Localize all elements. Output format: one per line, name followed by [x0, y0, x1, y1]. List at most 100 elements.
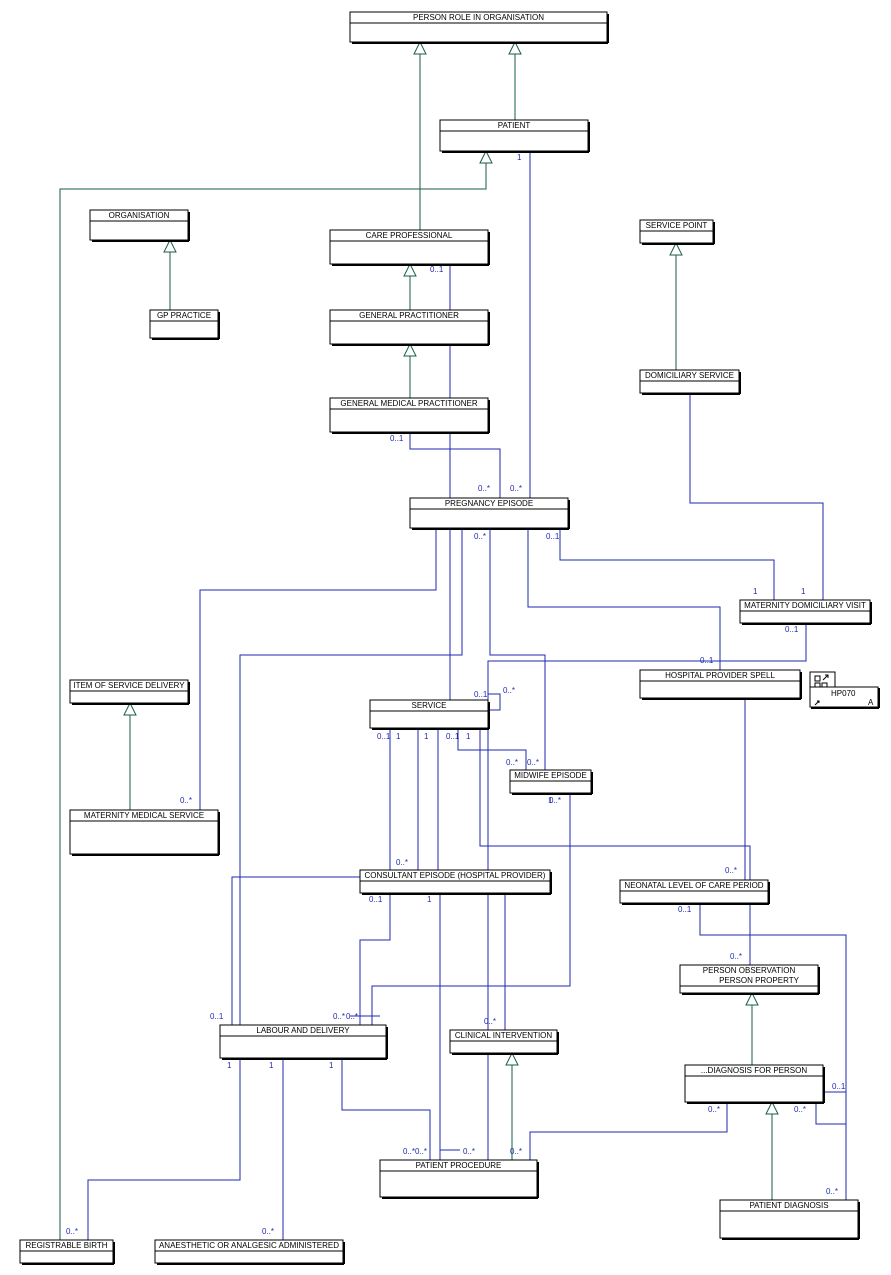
- class-person-role[interactable]: PERSON ROLE IN ORGANISATION: [349, 11, 609, 44]
- multiplicity-label: 0..1: [678, 905, 692, 914]
- class-item-service-delivery[interactable]: ITEM OF SERVICE DELIVERY: [69, 679, 190, 705]
- multiplicity-label: 0..*: [794, 1105, 806, 1114]
- stamp-code: HP070: [831, 689, 856, 698]
- association-line: [559, 528, 775, 600]
- class-hospital-spell[interactable]: HOSPITAL PROVIDER SPELL: [639, 669, 802, 700]
- multiplicity-label: 0..*: [262, 1227, 274, 1236]
- class-name: MATERNITY DOMICILIARY VISIT: [744, 601, 866, 610]
- multiplicity-label: 0..*: [484, 1017, 496, 1026]
- multiplicity-label: 0..*: [478, 484, 490, 493]
- generalization-arrow-icon: [403, 262, 417, 277]
- multiplicity-label: 0..*: [725, 866, 737, 875]
- multiplicity-label: 0..*: [474, 532, 486, 541]
- class-patient-procedure[interactable]: PATIENT PROCEDURE: [379, 1159, 539, 1199]
- multiplicity-label: 0..*: [415, 1147, 427, 1156]
- class-midwife-episode[interactable]: MIDWIFE EPISODE: [509, 769, 593, 795]
- multiplicity-label: 0..*: [333, 1012, 345, 1021]
- class-pregnancy-episode[interactable]: PREGNANCY EPISODE: [409, 497, 570, 530]
- class-name: ORGANISATION: [109, 211, 170, 220]
- class-service[interactable]: SERVICE: [369, 699, 490, 730]
- class-name: PERSON ROLE IN ORGANISATION: [413, 13, 544, 22]
- class-name: GP PRACTICE: [157, 311, 211, 320]
- association-line: [689, 393, 824, 600]
- class-name: LABOUR AND DELIVERY: [256, 1026, 350, 1035]
- class-care-professional[interactable]: CARE PROFESSIONAL: [329, 229, 490, 266]
- multiplicity-label: 1: [427, 895, 432, 904]
- class-diagnosis-for-person[interactable]: ...DIAGNOSIS FOR PERSON: [684, 1064, 825, 1104]
- stamp-symbol: A: [868, 698, 874, 707]
- generalization-arrow-icon: [479, 149, 493, 164]
- class-patient[interactable]: PATIENT: [439, 119, 590, 153]
- multiplicity-label: 0..1: [210, 1012, 224, 1021]
- class-name: GENERAL PRACTITIONER: [359, 311, 459, 320]
- multiplicity-label: 1: [424, 732, 429, 741]
- class-name: HOSPITAL PROVIDER SPELL: [665, 671, 775, 680]
- class-registrable-birth[interactable]: REGISTRABLE BIRTH: [19, 1239, 115, 1265]
- class-name: ANAESTHETIC OR ANALGESIC ADMINISTERED: [159, 1241, 339, 1250]
- multiplicity-label: 0..1: [446, 732, 460, 741]
- class-name: NEONATAL LEVEL OF CARE PERIOD: [624, 881, 763, 890]
- generalization-arrow-icon: [765, 1100, 779, 1115]
- multiplicity-label: 0..1: [377, 732, 391, 741]
- association-line: [231, 876, 360, 1025]
- class-name: MATERNITY MEDICAL SERVICE: [84, 811, 204, 820]
- generalization-line: [59, 163, 487, 1240]
- class-labour-delivery[interactable]: LABOUR AND DELIVERY: [219, 1024, 388, 1060]
- association-line: [479, 728, 751, 965]
- class-name: ITEM OF SERVICE DELIVERY: [73, 681, 185, 690]
- class-gmp[interactable]: GENERAL MEDICAL PRACTITIONER: [329, 397, 490, 434]
- class-name: PERSON OBSERVATION: [703, 966, 796, 975]
- multiplicity-label: 0..*: [510, 484, 522, 493]
- class-gp-practice[interactable]: GP PRACTICE: [149, 309, 220, 340]
- class-consultant-episode[interactable]: CONSULTANT EPISODE (HOSPITAL PROVIDER): [359, 869, 552, 895]
- multiplicity-label: 1: [269, 1061, 274, 1070]
- multiplicity-label: 0..1: [369, 895, 383, 904]
- association-line: [239, 528, 463, 1025]
- class-domiciliary-service[interactable]: DOMICILIARY SERVICE: [639, 369, 741, 395]
- multiplicity-label: 1: [517, 153, 522, 162]
- class-maternity-dom-visit[interactable]: MATERNITY DOMICILIARY VISIT: [739, 599, 872, 625]
- association-line: [457, 728, 527, 770]
- diagram-stamp: HP070 A: [809, 671, 880, 709]
- association-line: [87, 1058, 241, 1240]
- class-neonatal[interactable]: NEONATAL LEVEL OF CARE PERIOD: [619, 879, 770, 905]
- association-line: [487, 623, 807, 1160]
- association-line: [527, 528, 721, 670]
- multiplicity-label: 1: [801, 587, 806, 596]
- class-name: SERVICE POINT: [646, 221, 708, 230]
- generalization-arrow-icon: [403, 342, 417, 357]
- class-clinical-intervention[interactable]: CLINICAL INTERVENTION: [449, 1029, 559, 1055]
- multiplicity-label: 0..*: [549, 796, 561, 805]
- class-anaesthetic[interactable]: ANAESTHETIC OR ANALGESIC ADMINISTERED: [154, 1239, 345, 1265]
- generalization-arrow-icon: [508, 40, 522, 55]
- association-line: [341, 1058, 431, 1160]
- multiplicity-label: 0..*: [503, 686, 515, 695]
- multiplicity-label: 0..1: [785, 625, 799, 634]
- class-maternity-medical-service[interactable]: MATERNITY MEDICAL SERVICE: [69, 809, 220, 856]
- generalization-arrow-icon: [669, 241, 683, 256]
- association-line: [815, 1100, 846, 1125]
- multiplicity-label: 1: [396, 732, 401, 741]
- multiplicity-label: 0..1: [832, 1082, 846, 1091]
- class-name: PATIENT DIAGNOSIS: [749, 1201, 828, 1210]
- stamp-grid-icon: [814, 675, 821, 682]
- association-line: [359, 893, 391, 1025]
- class-organisation[interactable]: ORGANISATION: [89, 209, 190, 242]
- class-general-practitioner[interactable]: GENERAL PRACTITIONER: [329, 309, 490, 346]
- multiplicity-label: 0..*: [396, 858, 408, 867]
- association-line: [489, 528, 546, 770]
- association-line: [699, 903, 847, 1200]
- generalization-arrow-icon: [745, 991, 759, 1006]
- class-service-point[interactable]: SERVICE POINT: [639, 219, 715, 245]
- multiplicity-label: 0..1: [700, 656, 714, 665]
- class-patient-diagnosis[interactable]: PATIENT DIAGNOSIS: [719, 1199, 860, 1240]
- generalization-arrow-icon: [413, 40, 427, 55]
- multiplicity-label: 0..*: [66, 1227, 78, 1236]
- class-name: CARE PROFESSIONAL: [366, 231, 453, 240]
- multiplicity-label: 0..1: [430, 265, 444, 274]
- association-line: [529, 1102, 728, 1160]
- multiplicity-label: 1: [466, 732, 471, 741]
- multiplicity-label: 1: [227, 1061, 232, 1070]
- class-name: MIDWIFE EPISODE: [514, 771, 586, 780]
